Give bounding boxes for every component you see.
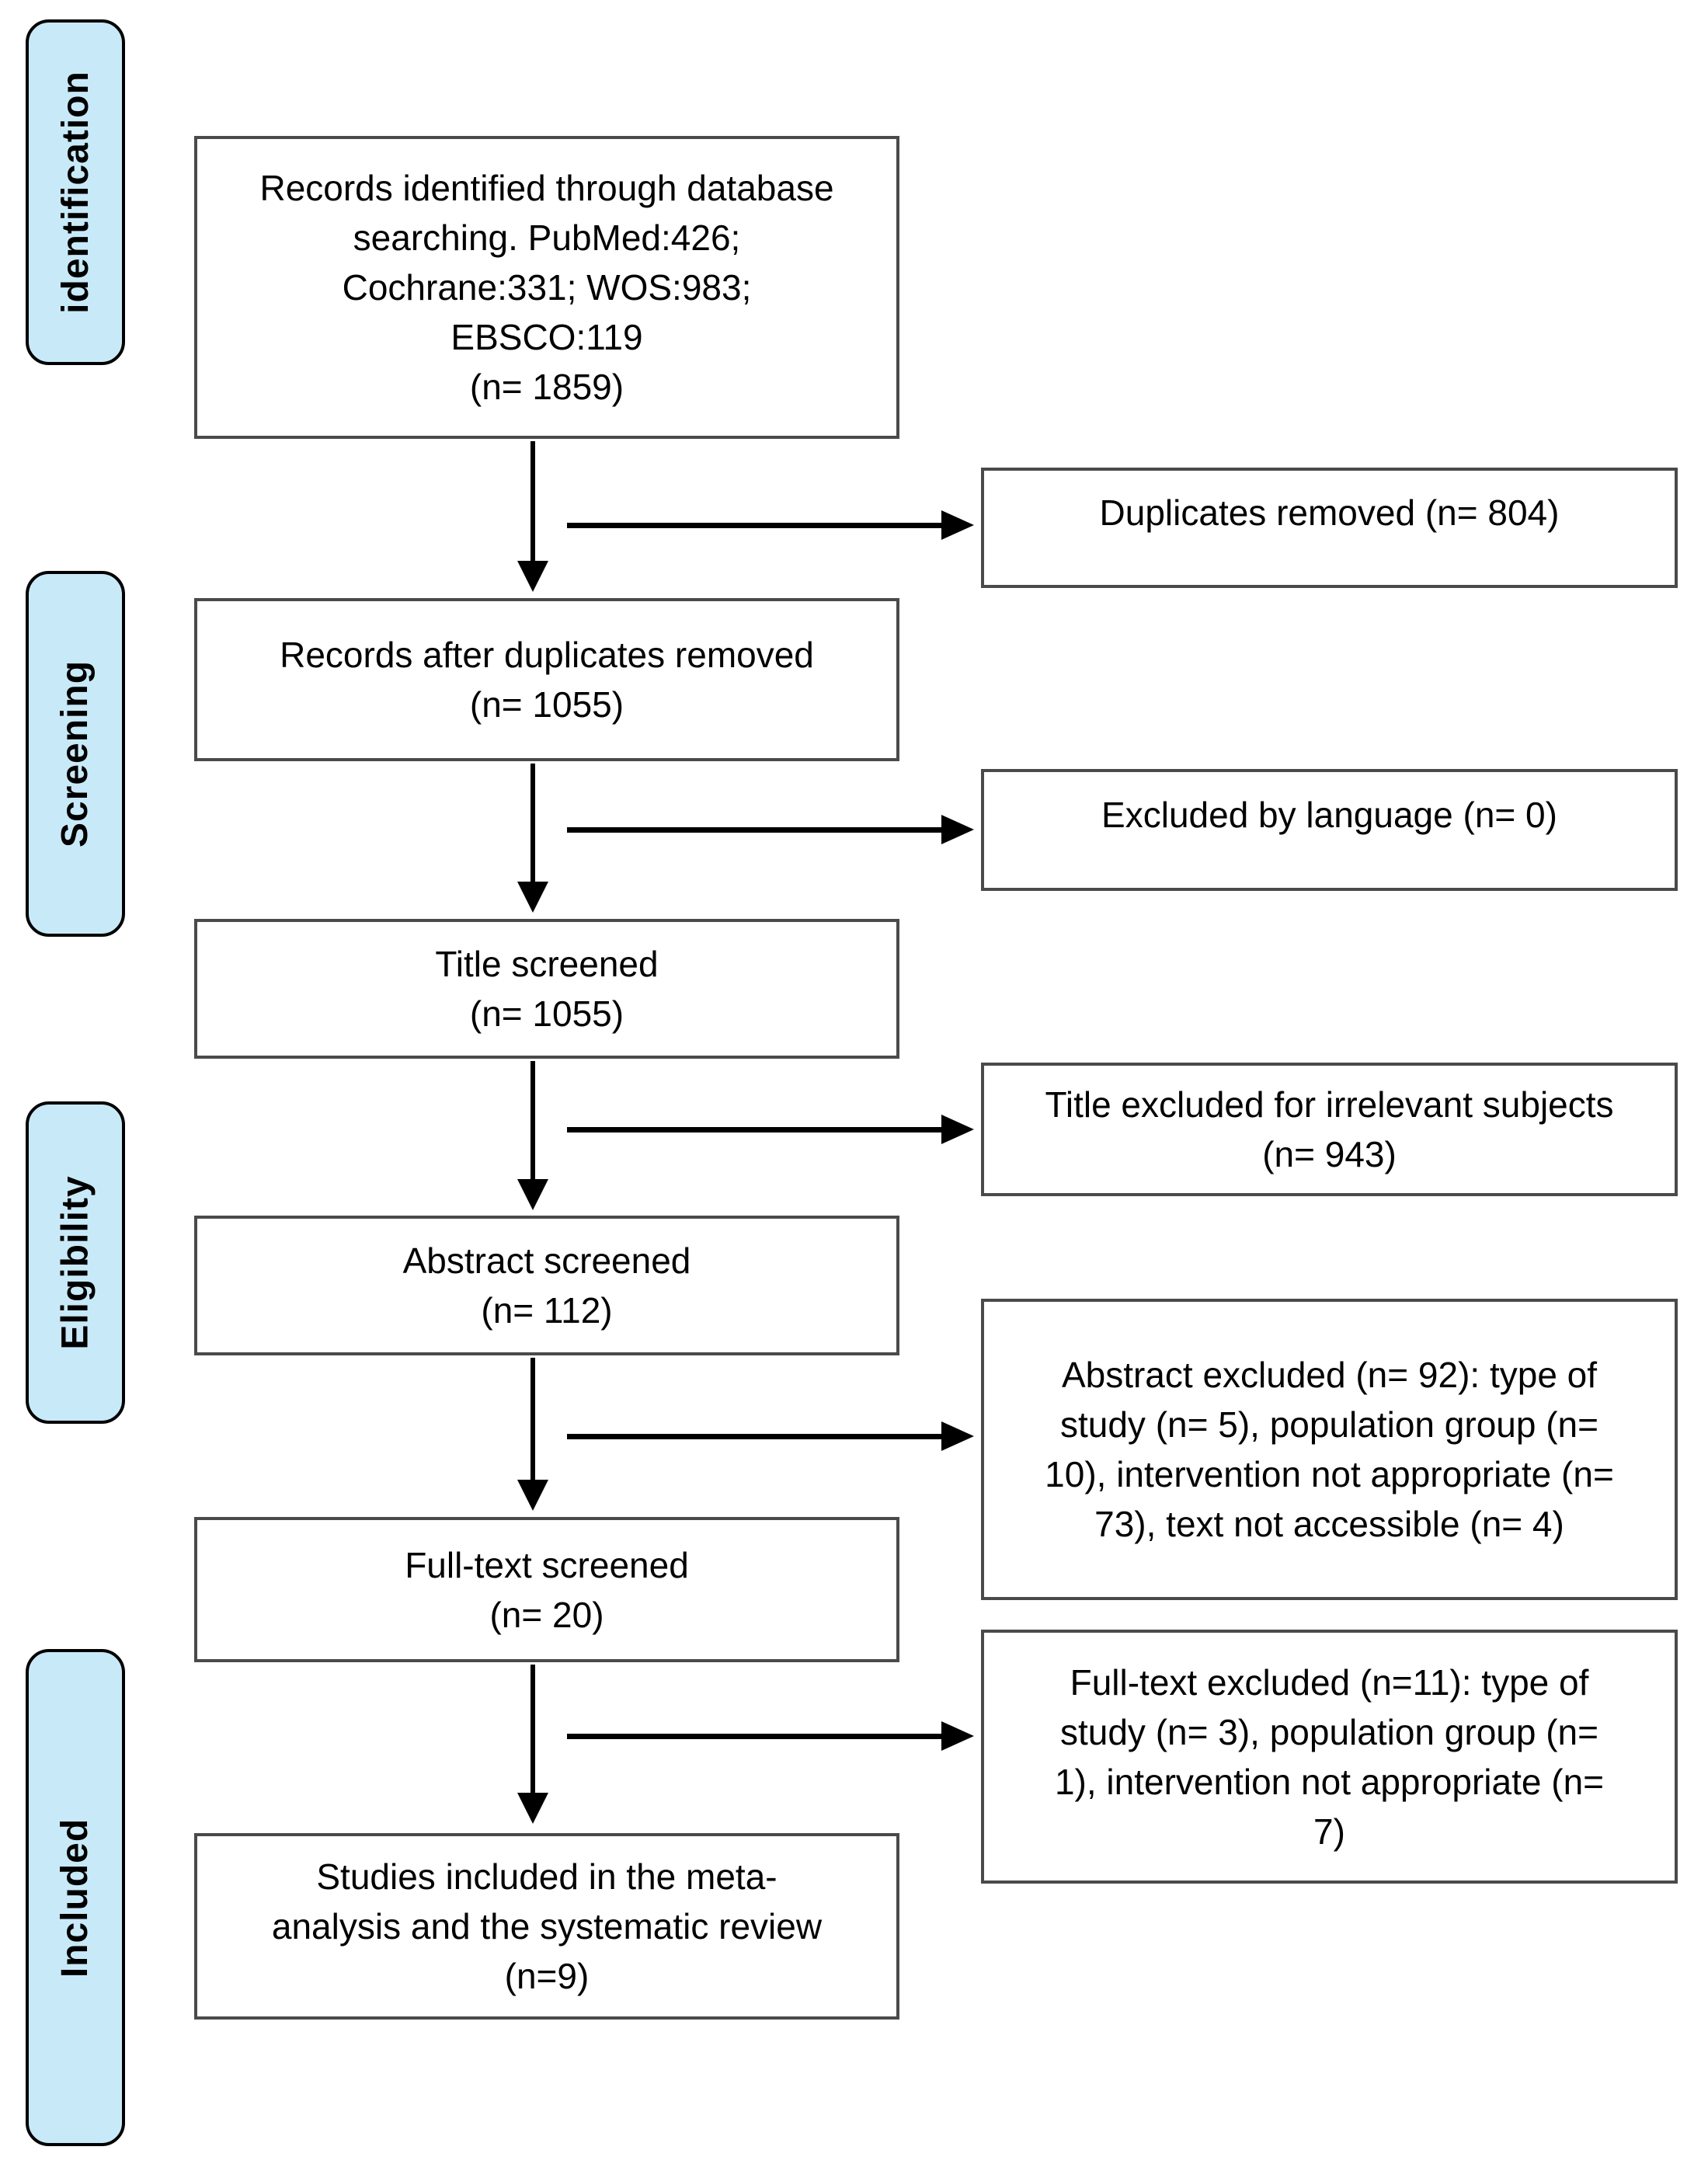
- box-records-after-duplicates: Records after duplicates removed (n= 105…: [194, 598, 899, 761]
- box-title-excluded-text: Title excluded for irrelevant subjects (…: [1045, 1084, 1614, 1174]
- stage-included-label: Included: [54, 1818, 96, 1978]
- branch-arrow-3-line: [567, 1127, 941, 1132]
- branch-arrow-3-head: [941, 1115, 974, 1144]
- box-title-screened-text: Title screened (n= 1055): [435, 944, 659, 1034]
- branch-arrow-5-head: [941, 1721, 974, 1751]
- box-records-after-duplicates-text: Records after duplicates removed (n= 105…: [280, 635, 814, 725]
- down-arrow-5-line: [530, 1665, 535, 1793]
- box-studies-included-text: Studies included in the meta- analysis a…: [271, 1856, 823, 1996]
- stage-eligibility-label: Eligibility: [54, 1175, 96, 1350]
- box-abstract-screened: Abstract screened (n= 112): [194, 1216, 899, 1355]
- down-arrow-4-head: [517, 1480, 548, 1511]
- box-excluded-by-language-text: Excluded by language (n= 0): [1101, 794, 1557, 835]
- box-fulltext-excluded: Full-text excluded (n=11): type of study…: [981, 1630, 1678, 1884]
- branch-arrow-4-line: [567, 1434, 941, 1439]
- box-abstract-screened-text: Abstract screened (n= 112): [402, 1240, 691, 1331]
- stage-identification: identification: [26, 19, 125, 365]
- box-studies-included: Studies included in the meta- analysis a…: [194, 1833, 899, 2020]
- down-arrow-3-line: [530, 1061, 535, 1179]
- box-abstract-excluded: Abstract excluded (n= 92): type of study…: [981, 1299, 1678, 1600]
- box-fulltext-screened: Full-text screened (n= 20): [194, 1517, 899, 1662]
- branch-arrow-2-line: [567, 827, 941, 833]
- down-arrow-3-head: [517, 1179, 548, 1210]
- box-duplicates-removed: Duplicates removed (n= 804): [981, 468, 1678, 588]
- branch-arrow-1-line: [567, 523, 941, 528]
- stage-screening: Screening: [26, 571, 125, 937]
- down-arrow-1-head: [517, 561, 548, 592]
- stage-identification-label: identification: [54, 71, 96, 314]
- down-arrow-2-line: [530, 764, 535, 882]
- stage-screening-label: Screening: [54, 659, 96, 848]
- box-excluded-by-language: Excluded by language (n= 0): [981, 769, 1678, 891]
- down-arrow-4-line: [530, 1358, 535, 1480]
- box-title-screened: Title screened (n= 1055): [194, 919, 899, 1059]
- branch-arrow-4-head: [941, 1421, 974, 1451]
- branch-arrow-2-head: [941, 815, 974, 844]
- down-arrow-1-line: [530, 441, 535, 561]
- box-fulltext-excluded-text: Full-text excluded (n=11): type of study…: [1054, 1661, 1605, 1852]
- branch-arrow-5-line: [567, 1734, 941, 1739]
- box-duplicates-removed-text: Duplicates removed (n= 804): [1099, 492, 1560, 533]
- box-records-identified-text: Records identified through database sear…: [259, 168, 834, 407]
- down-arrow-5-head: [517, 1793, 548, 1824]
- stage-included: Included: [26, 1649, 125, 2146]
- box-fulltext-screened-text: Full-text screened (n= 20): [405, 1544, 689, 1635]
- box-abstract-excluded-text: Abstract excluded (n= 92): type of study…: [1045, 1355, 1614, 1544]
- box-records-identified: Records identified through database sear…: [194, 136, 899, 439]
- stage-eligibility: Eligibility: [26, 1101, 125, 1424]
- box-title-excluded: Title excluded for irrelevant subjects (…: [981, 1063, 1678, 1196]
- branch-arrow-1-head: [941, 510, 974, 540]
- down-arrow-2-head: [517, 882, 548, 913]
